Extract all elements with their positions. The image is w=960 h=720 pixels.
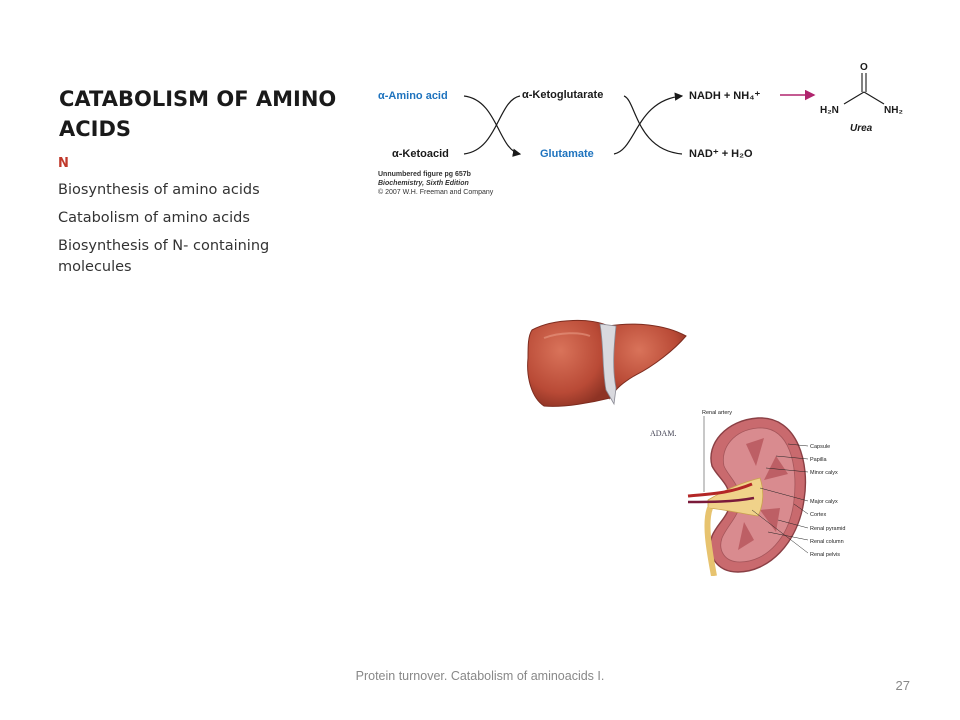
- renal-pyramid: [746, 438, 764, 466]
- renal-artery-vessel: [687, 482, 753, 498]
- topic-item-biosynthesis: Biosynthesis of amino acids: [58, 182, 260, 198]
- urea-h2n: H₂N: [820, 105, 839, 116]
- caption-copyright: © 2007 W.H. Freeman and Company: [378, 189, 494, 196]
- renal-pyramid-3: [760, 508, 780, 532]
- figure-caption: Unnumbered figure pg 657b Biochemistry, …: [378, 170, 493, 197]
- kidney-label-lines: [751, 443, 809, 554]
- renal-pelvis: [707, 477, 764, 517]
- topic-item-n-molecules: Biosynthesis of N- containing molecules: [58, 238, 270, 275]
- ureter: [704, 506, 717, 576]
- adam-logo: ADAM.: [650, 429, 676, 438]
- curved-arrow-right: [613, 92, 684, 155]
- renal-vein-vessel: [687, 496, 755, 504]
- glutamate-label: Glutamate: [540, 148, 594, 160]
- major-calyx-label: Major calyx: [810, 499, 838, 505]
- transamination-diagram: α-Amino acid α-Ketoacid α-Ketoglutarate …: [378, 62, 903, 160]
- curved-arrow-left: [463, 95, 522, 157]
- slide-title: CATABOLISM OF AMINO ACIDS: [59, 87, 337, 141]
- cortex-label: Cortex: [810, 512, 826, 518]
- urea-bond-left: [843, 91, 865, 105]
- renal-artery-label: Renal artery: [702, 410, 732, 416]
- slide-number: 27: [895, 678, 910, 693]
- footer-text: Protein turnover. Catabolism of aminoaci…: [355, 669, 605, 683]
- liver-left-lobe: [607, 323, 687, 400]
- capsule-label: Capsule: [810, 444, 830, 450]
- curved-arrow-right-return: [623, 95, 683, 155]
- urea-bond-right: [863, 91, 885, 105]
- kidney-diagram: ADAM. Renal artery Capsule Papilla Minor…: [650, 410, 845, 576]
- topic-list: Biosynthesis of amino acids Catabolism o…: [58, 180, 318, 285]
- renal-pyramid-2: [764, 456, 788, 480]
- urea-nh2: NH₂: [884, 105, 903, 116]
- urea-label: Urea: [850, 123, 873, 134]
- caption-figure-ref: Unnumbered figure pg 657b: [378, 171, 471, 178]
- renal-pyramid-4: [738, 522, 754, 550]
- nad-h2o-label: NAD⁺ + H₂O: [689, 148, 753, 160]
- renal-pelvis-label: Renal pelvis: [810, 552, 840, 558]
- nitrogen-subheading: N: [58, 156, 69, 171]
- ketoglutarate-label: α-Ketoglutarate: [522, 89, 603, 101]
- falciform-ligament: [599, 323, 617, 406]
- papilla-label: Papilla: [810, 457, 827, 463]
- renal-column-label: Renal column: [810, 539, 844, 545]
- nadh-nh4-label: NADH + NH₄⁺: [689, 90, 760, 102]
- curved-arrow-left-return: [463, 95, 521, 155]
- urea-structure: O H₂N NH₂ Urea: [820, 62, 903, 134]
- liver-right-lobe: [527, 319, 611, 407]
- caption-book: Biochemistry, Sixth Edition: [378, 180, 469, 187]
- renal-pyramid-label: Renal pyramid: [810, 526, 845, 532]
- amino-acid-label: α-Amino acid: [378, 90, 448, 102]
- topic-item-catabolism: Catabolism of amino acids: [58, 210, 250, 226]
- liver-highlight: [543, 332, 591, 339]
- urea-oxygen: O: [860, 62, 868, 73]
- liver-illustration: [527, 319, 687, 407]
- minor-calyx-label: Minor calyx: [810, 470, 838, 476]
- ketoacid-label: α-Ketoacid: [392, 148, 449, 160]
